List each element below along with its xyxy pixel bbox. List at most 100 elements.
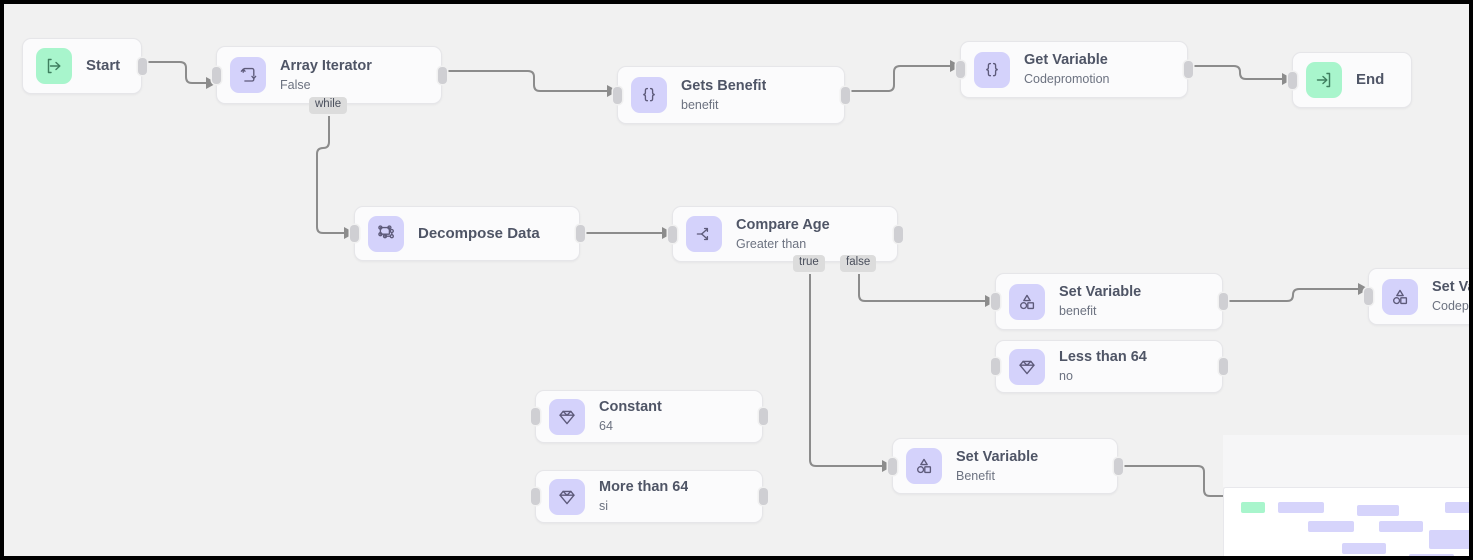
node-title: Decompose Data <box>418 224 540 242</box>
minimap-node <box>1409 554 1454 556</box>
edge-false-to-set-variable-1 <box>858 274 986 302</box>
edge-label-false[interactable]: false <box>840 255 877 272</box>
port-out-less-than-64[interactable] <box>1218 358 1228 375</box>
edge-label-while[interactable]: while <box>309 97 348 114</box>
edge-while-to-decompose-data <box>316 116 345 234</box>
port-in-set-variable-2[interactable] <box>1363 288 1373 305</box>
node-text: Start <box>86 57 120 74</box>
arrow-into-bracket-icon <box>36 48 72 84</box>
minimap-node <box>1342 543 1386 554</box>
shapes-icon <box>1382 278 1418 315</box>
minimap-node <box>1308 521 1354 532</box>
port-out-start[interactable] <box>137 57 147 75</box>
node-text: End <box>1356 71 1384 88</box>
port-in-compare-age[interactable] <box>667 225 677 243</box>
minimap-node <box>1429 530 1469 549</box>
minimap-node <box>1278 502 1324 513</box>
port-in-set-variable-3[interactable] <box>887 457 897 475</box>
node-subtitle: Greater than <box>736 236 807 251</box>
minimap-node <box>1379 521 1423 532</box>
node-graph-icon <box>368 215 404 252</box>
port-in-end[interactable] <box>1287 71 1297 89</box>
node-subtitle: 64 <box>599 419 613 434</box>
node-subtitle: benefit <box>681 97 719 112</box>
node-title: Constant <box>599 399 662 416</box>
node-subtitle: Benefit <box>956 468 995 483</box>
port-out-compare-age[interactable] <box>893 225 903 243</box>
port-in-get-variable[interactable] <box>955 61 965 78</box>
minimap-node <box>1445 502 1469 513</box>
arrow-out-bracket-icon <box>1306 62 1342 98</box>
minimap-backdrop <box>1223 435 1469 487</box>
minimap[interactable] <box>1223 487 1469 556</box>
node-subtitle: benefit <box>1059 304 1097 319</box>
minimap-node <box>1357 505 1399 516</box>
node-subtitle: Codepromotion <box>1432 299 1469 314</box>
edge-set-variable-1-to-set-variable-2 <box>1225 288 1359 302</box>
port-in-gets-benefit[interactable] <box>612 86 622 104</box>
node-title: Set Variable <box>1432 279 1469 296</box>
edge-get-variable-to-end <box>1190 65 1283 80</box>
node-title: Set Variable <box>956 448 1039 465</box>
node-subtitle: False <box>280 77 311 92</box>
node-subtitle: Codepromotion <box>1024 72 1110 87</box>
node-title: Gets Benefit <box>681 77 767 94</box>
port-in-more-than-64[interactable] <box>530 488 540 505</box>
node-title: Start <box>86 57 121 75</box>
node-title: Get Variable <box>1024 52 1108 69</box>
port-in-array-iterator[interactable] <box>211 66 221 84</box>
node-start[interactable]: Start <box>22 38 142 94</box>
node-title: Set Variable <box>1059 284 1142 301</box>
node-gets-benefit[interactable]: Gets Benefit benefit <box>617 66 845 124</box>
gem-icon <box>1009 348 1045 385</box>
edge-true-to-set-variable-3 <box>809 274 883 467</box>
node-end[interactable]: End <box>1292 52 1412 108</box>
curly-braces-icon <box>631 77 667 113</box>
gem-icon <box>549 398 585 435</box>
node-title: More than 64 <box>599 479 689 496</box>
port-in-set-variable-1[interactable] <box>990 293 1000 310</box>
port-out-decompose-data[interactable] <box>575 225 585 242</box>
node-constant[interactable]: Constant 64 <box>535 390 763 443</box>
node-text: Gets Benefit benefit <box>681 78 766 112</box>
node-text: Set Variable benefit <box>1059 284 1141 318</box>
port-out-gets-benefit[interactable] <box>840 86 850 104</box>
port-out-set-variable-1[interactable] <box>1218 293 1228 310</box>
port-in-decompose-data[interactable] <box>349 225 359 242</box>
minimap-node <box>1241 502 1265 513</box>
edge-gets-benefit-to-get-variable <box>847 65 951 92</box>
port-in-constant[interactable] <box>530 408 540 425</box>
node-subtitle: no <box>1059 369 1073 384</box>
curly-braces-icon <box>974 51 1010 88</box>
node-decompose-data[interactable]: Decompose Data <box>354 206 580 261</box>
port-out-constant[interactable] <box>758 408 768 425</box>
node-title: Compare Age <box>736 216 830 233</box>
port-out-more-than-64[interactable] <box>758 488 768 505</box>
edge-start-to-array-iterator <box>144 61 207 84</box>
port-in-less-than-64[interactable] <box>990 358 1000 375</box>
node-title: Array Iterator <box>280 57 372 74</box>
node-title: End <box>1356 71 1385 89</box>
port-out-array-iterator[interactable] <box>437 66 447 84</box>
port-out-set-variable-3[interactable] <box>1113 457 1123 475</box>
shapes-icon <box>906 448 942 484</box>
node-set-variable-1[interactable]: Set Variable benefit <box>995 273 1223 330</box>
port-out-get-variable[interactable] <box>1183 61 1193 78</box>
edge-label-true[interactable]: true <box>793 255 825 272</box>
shapes-icon <box>1009 283 1045 320</box>
edge-array-iterator-to-gets-benefit <box>444 70 608 92</box>
